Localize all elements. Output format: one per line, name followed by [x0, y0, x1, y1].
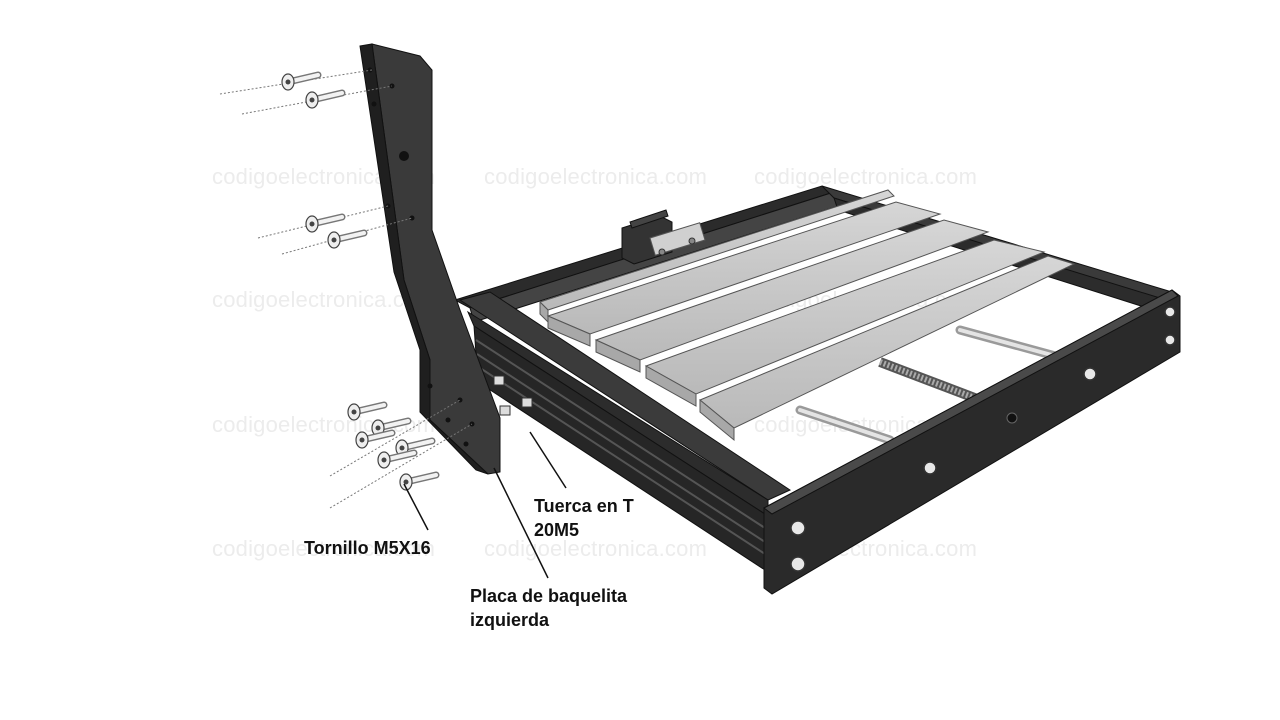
- alignment-line: [281, 217, 413, 255]
- leadscrew: [878, 357, 982, 405]
- plate-leader-line: [493, 467, 549, 579]
- tnut-label-line1: Tuerca en T: [534, 496, 634, 516]
- aluminum-plate-slot-edge: [699, 398, 735, 442]
- tnut-label-line2: 20M5: [534, 520, 580, 540]
- screw-leader-line: [403, 483, 429, 531]
- watermark: codigoelectronica.com: [484, 164, 708, 189]
- front-frame-beam: [458, 291, 792, 573]
- aluminum-plate-slot-edge: [645, 365, 697, 407]
- screw-hex-socket: [399, 445, 405, 451]
- screw-hex-socket: [381, 457, 387, 463]
- leader-lines: [403, 431, 567, 579]
- right-end-plate: [763, 289, 1181, 595]
- screw-hex-socket: [359, 437, 365, 443]
- screw-hex-socket: [331, 237, 337, 243]
- screw-hex-socket: [285, 79, 291, 85]
- m5x16-screws: [219, 69, 473, 509]
- alignment-line: [329, 399, 461, 477]
- watermark: codigoelectronica.com: [212, 536, 436, 561]
- watermark: codigoelectronica.com: [484, 536, 708, 561]
- left-bakelite-plate: [359, 43, 501, 475]
- screw-hex-socket: [351, 409, 357, 415]
- screw-hex-socket: [375, 425, 381, 431]
- stepper-motor: [621, 209, 706, 265]
- aluminum-plate-slot-edge: [595, 339, 641, 373]
- tnut-label: Tuerca en T 20M5: [534, 494, 634, 542]
- watermark: codigoelectronica.com: [754, 164, 978, 189]
- aluminum-table: [539, 189, 1076, 442]
- plate-label-line2: izquierda: [470, 610, 550, 630]
- screw-label: Tornillo M5X16: [304, 536, 431, 560]
- screw-hex-socket: [309, 97, 315, 103]
- screw-label-text: Tornillo M5X16: [304, 538, 431, 558]
- aluminum-plate-slot-edge: [547, 315, 591, 347]
- watermark: codigoelectronica.com: [212, 287, 436, 312]
- tnut-leader-line: [529, 431, 567, 489]
- aluminum-plate-top: [539, 189, 895, 311]
- alignment-line: [329, 423, 473, 509]
- screw-hex-socket: [403, 479, 409, 485]
- screw-hex-socket: [309, 221, 315, 227]
- plate-label: Placa de baquelita izquierda: [470, 584, 627, 632]
- plate-label-line1: Placa de baquelita: [470, 586, 628, 606]
